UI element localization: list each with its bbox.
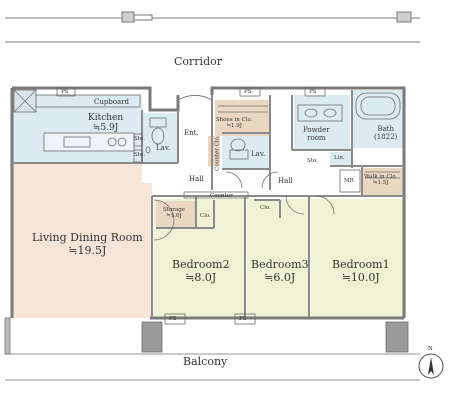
lav-left-label: Lav. <box>156 144 171 152</box>
shoes-area: ≒1.9J <box>226 123 242 130</box>
bedroom2-name: Bedroom2 <box>172 258 230 271</box>
bedroom1-name: Bedroom1 <box>332 258 390 271</box>
ps-label: PS <box>169 316 177 322</box>
entrance-label: Ent. <box>184 129 199 137</box>
bath-size: (1822) <box>374 133 398 142</box>
room-fills <box>12 90 406 318</box>
powder-area <box>294 95 350 150</box>
living-area <box>12 163 152 318</box>
compass-north-label: N <box>428 346 433 352</box>
bedroom2-label: Bedroom2 ≒8.0J <box>172 258 230 284</box>
bedroom2-area: ≒8.0J <box>185 270 217 284</box>
lav-right-label: Lav. <box>251 150 266 158</box>
bedroom3-label: Bedroom3 ≒6.0J <box>251 258 309 284</box>
bath-label: Bath (1822) <box>374 125 397 141</box>
bedroom3-area <box>247 199 309 318</box>
ldr-area: ≒19.5J <box>68 243 107 257</box>
kitchen-name: Kitchen <box>88 113 124 123</box>
cupboard-label: Cupboard <box>94 98 130 106</box>
ps-label: PS <box>239 316 247 322</box>
storage-area-text: ≒1.0J <box>166 213 182 220</box>
powder-line1: Powder <box>303 126 330 134</box>
sto-small-label: Sto. <box>307 158 318 164</box>
counter-clo-label: Counter Clo. <box>214 135 221 171</box>
storage-label: Storage ≒1.0J <box>163 207 185 220</box>
kitchen-label: Kitchen ≒5.9J <box>88 113 123 134</box>
walkin-area: ≒1.5J <box>372 180 389 187</box>
balcony-label: Balcony <box>183 355 228 368</box>
corridor-edge <box>5 11 420 43</box>
sto-k2-label: Sto. <box>134 152 145 158</box>
bedroom3-area: ≒6.0J <box>264 270 296 284</box>
sto-k1-label: Sto. <box>134 136 145 142</box>
clo-storage-label: Clo. <box>200 213 211 219</box>
mr-label: MR <box>344 178 354 184</box>
lin-label: Lin. <box>334 155 345 161</box>
shoes-clo-label: Shoes in Clo. ≒1.9J <box>216 117 252 130</box>
shoes-name: Shoes in Clo. <box>216 117 253 123</box>
walls <box>10 86 406 320</box>
ps-label: PS <box>244 89 252 95</box>
compass-icon <box>418 353 444 379</box>
bedroom1-label: Bedroom1 ≒10.0J <box>332 258 390 284</box>
hall-right-label: Hall <box>278 177 293 185</box>
powder-line2: room <box>307 134 326 143</box>
bedroom1-area: ≒10.0J <box>341 270 380 284</box>
powder-room-label: Powder room <box>303 126 330 142</box>
hall-left-label: Hall <box>189 175 204 183</box>
lin-area <box>330 152 352 166</box>
storage-name: Storage <box>163 207 185 213</box>
ps-label: PS <box>61 89 69 95</box>
kitchen-area-text: ≒5.9J <box>92 123 119 134</box>
walkin-area <box>362 168 404 196</box>
ps-label: PS <box>309 89 317 95</box>
lav-left-area <box>142 113 178 163</box>
counter-label: Counter <box>210 193 233 199</box>
bath-name: Bath <box>377 125 394 133</box>
fixtures <box>4 87 420 381</box>
bedroom3-name: Bedroom3 <box>251 258 309 271</box>
living-dining-label: Living Dining Room ≒19.5J <box>32 231 143 257</box>
clo-bed3-label: Clo. <box>260 205 271 211</box>
ldr-name: Living Dining Room <box>32 231 143 244</box>
walkin-name: Walk in Clo. <box>364 174 398 180</box>
bedroom1-area <box>311 199 406 318</box>
corridor-label: Corridor <box>174 55 222 68</box>
inner-walls <box>12 90 406 318</box>
storage-area <box>156 201 196 227</box>
walkin-clo-label: Walk in Clo. ≒1.5J <box>364 174 397 187</box>
